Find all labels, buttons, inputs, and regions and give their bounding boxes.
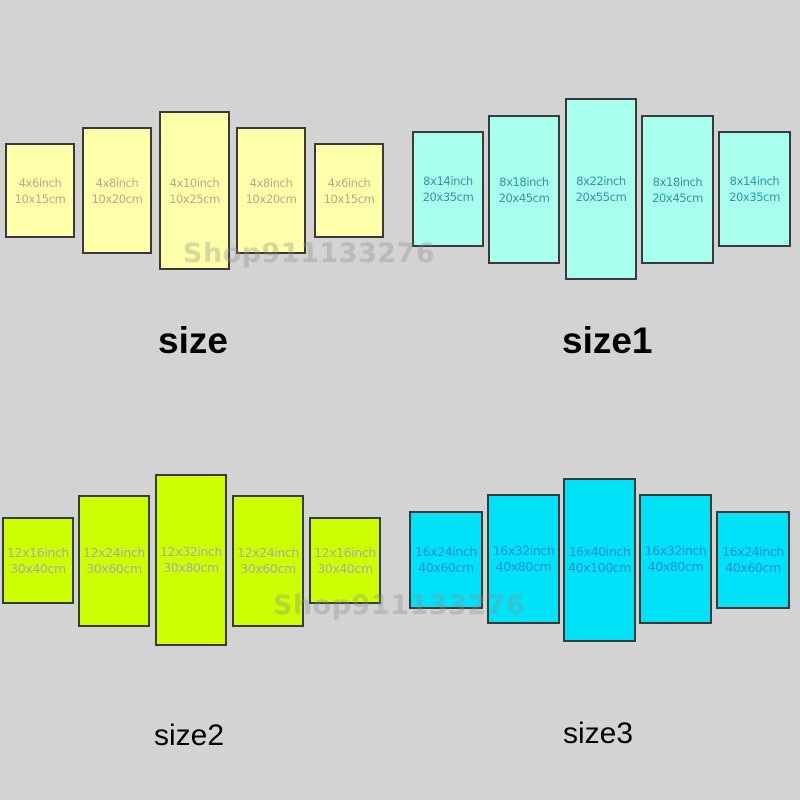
panel-cm-label: 20x55cm (575, 190, 627, 204)
panel-inch-label: 16x24inch (722, 544, 784, 559)
panel-inch-label: 4x6inch (18, 175, 62, 190)
watermark: Shop911133276 (183, 238, 436, 269)
size-panel: 8x22inch 20x55cm (565, 98, 637, 280)
panel-inch-label: 8x22inch (576, 174, 626, 188)
size-panel: 8x14inch 20x35cm (412, 131, 484, 247)
panel-inch-label: 12x24inch (237, 545, 299, 560)
size-panel: 4x10inch 10x25cm (159, 111, 230, 270)
size-panel: 4x8inch 10x20cm (236, 127, 306, 254)
panel-cm-label: 20x45cm (652, 190, 703, 205)
panel-inch-label: 4x10inch (169, 175, 220, 190)
panel-cm-label: 30x40cm (317, 560, 373, 576)
panel-inch-label: 12x16inch (314, 544, 376, 560)
size-panel: 12x32inch 30x80cm (155, 474, 227, 646)
group-label: size1 (562, 320, 653, 361)
size-panel: 12x16inch 30x40cm (2, 517, 74, 604)
panel-cm-label: 30x60cm (240, 561, 296, 576)
panel-cm-label: 30x80cm (163, 560, 219, 575)
panel-cm-label: 40x80cm (495, 559, 552, 574)
panel-cm-label: 40x100cm (567, 560, 631, 575)
panel-inch-label: 8x14inch (423, 174, 473, 188)
panel-inch-label: 16x32inch (644, 543, 707, 558)
panel-cm-label: 20x45cm (498, 190, 550, 205)
panel-inch-label: 16x32inch (492, 543, 555, 558)
size-panel: 16x24inch 40x60cm (716, 511, 790, 609)
panel-cm-label: 10x20cm (245, 191, 297, 206)
size-panel: 8x18inch 20x45cm (488, 115, 560, 264)
panel-cm-label: 40x60cm (418, 560, 474, 575)
panel-cm-label: 20x35cm (422, 190, 474, 204)
size-panel: 8x14inch 20x35cm (718, 131, 791, 247)
size-panel: 16x32inch 40x80cm (487, 494, 560, 624)
panel-inch-label: 4x8inch (95, 175, 139, 190)
size-panel: 8x18inch 20x45cm (641, 115, 714, 264)
size-panel: 12x24inch 30x60cm (232, 495, 304, 627)
panel-cm-label: 10x25cm (169, 191, 220, 206)
panel-cm-label: 10x20cm (91, 191, 143, 206)
group-label: size (158, 320, 228, 361)
panel-inch-label: 4x6inch (327, 175, 371, 190)
panel-inch-label: 12x32inch (160, 544, 222, 559)
size-panel: 12x24inch 30x60cm (78, 495, 150, 627)
panel-inch-label: 12x24inch (83, 545, 145, 560)
size-panel: 16x40inch 40x100cm (563, 478, 636, 642)
size-panel: 12x16inch 30x40cm (309, 517, 381, 604)
panel-inch-label: 8x18inch (652, 174, 703, 189)
size-panel: 4x8inch 10x20cm (82, 127, 152, 254)
group-label: size2 (154, 719, 225, 752)
panel-cm-label: 20x35cm (729, 190, 780, 204)
watermark: Shop911133276 (273, 590, 526, 621)
panel-cm-label: 30x60cm (86, 561, 142, 576)
group-label: size3 (563, 717, 634, 750)
panel-inch-label: 16x40inch (568, 544, 631, 559)
size-panel: 4x6inch 10x15cm (314, 143, 384, 238)
size-panel: 16x24inch 40x60cm (409, 511, 483, 609)
size-panel: 4x6inch 10x15cm (5, 143, 75, 238)
panel-cm-label: 10x15cm (323, 191, 375, 206)
panel-cm-label: 30x40cm (10, 560, 66, 576)
panel-inch-label: 4x8inch (249, 175, 293, 190)
panel-cm-label: 40x60cm (725, 560, 781, 575)
panel-cm-label: 40x80cm (647, 559, 704, 574)
panel-cm-label: 10x15cm (14, 191, 66, 206)
panel-inch-label: 12x16inch (7, 544, 69, 560)
panel-inch-label: 8x18inch (499, 174, 549, 189)
panel-inch-label: 8x14inch (729, 174, 780, 188)
size-panel: 16x32inch 40x80cm (639, 494, 712, 624)
panel-inch-label: 16x24inch (415, 544, 477, 559)
